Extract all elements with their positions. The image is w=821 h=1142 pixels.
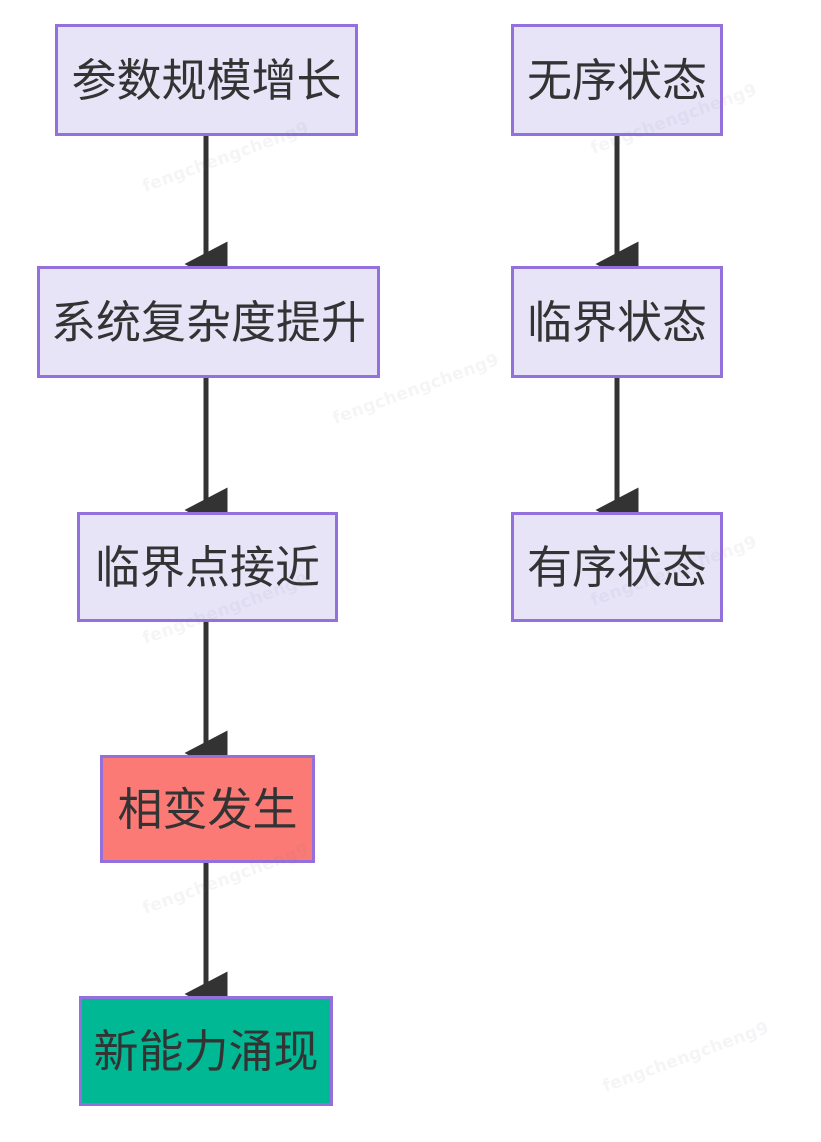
flow-node-label: 临界状态 [526, 295, 707, 349]
flow-node-n3[interactable]: 临界点接近 [77, 512, 338, 622]
flow-node-n4[interactable]: 相变发生 [100, 755, 315, 863]
flow-node-m1[interactable]: 无序状态 [511, 24, 723, 136]
flow-node-label: 有序状态 [526, 540, 707, 594]
flow-node-m2[interactable]: 临界状态 [511, 266, 723, 378]
flow-node-label: 参数规模增长 [71, 53, 342, 107]
flow-node-n5[interactable]: 新能力涌现 [79, 996, 333, 1106]
flow-node-label: 系统复杂度提升 [50, 295, 366, 349]
flow-node-label: 相变发生 [117, 782, 298, 836]
flow-node-label: 新能力涌现 [93, 1024, 319, 1078]
flow-node-label: 临界点接近 [94, 540, 320, 594]
flow-node-n2[interactable]: 系统复杂度提升 [37, 266, 380, 378]
flow-node-label: 无序状态 [526, 53, 707, 107]
flow-node-m3[interactable]: 有序状态 [511, 512, 723, 622]
flow-node-n1[interactable]: 参数规模增长 [55, 24, 358, 136]
